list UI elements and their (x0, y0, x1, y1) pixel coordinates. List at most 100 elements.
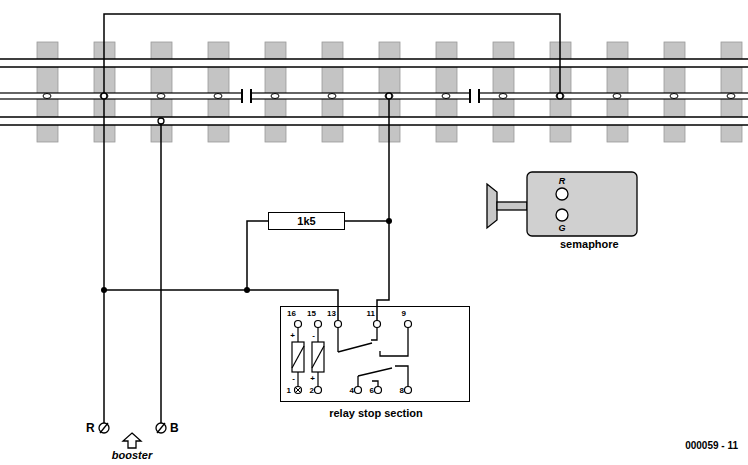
sleeper (322, 42, 343, 142)
pin-cross (296, 388, 301, 393)
relay-coil (312, 342, 324, 372)
semaphore-signal (527, 172, 637, 236)
relay-pin (355, 387, 362, 394)
stud (100, 94, 108, 99)
relay-contact (358, 368, 392, 376)
sleeper (436, 42, 457, 142)
stud (157, 94, 165, 99)
pin-number: 11 (367, 309, 375, 318)
sleeper (493, 42, 514, 142)
relay-contact (338, 343, 372, 352)
stud (442, 94, 450, 99)
junction-dot (101, 287, 107, 293)
pin-number: 1 (287, 386, 291, 395)
outer-rail (0, 59, 748, 67)
stud (43, 94, 51, 99)
resistor-symbol: 1k5 (268, 212, 345, 230)
wire (104, 14, 560, 96)
relay-pin (295, 387, 302, 394)
relay-pin (374, 321, 381, 328)
insulating-joint (242, 89, 479, 103)
stud (499, 94, 507, 99)
relay-contact (338, 328, 408, 387)
stud (670, 94, 678, 99)
stud (727, 94, 735, 99)
pin-cross (296, 388, 301, 393)
insulating-joint (469, 89, 471, 103)
relay-pin (405, 321, 412, 328)
relay-contact (380, 328, 408, 357)
rail-contact (557, 93, 563, 99)
semaphore-signal (556, 209, 568, 221)
terminal-name: B (170, 421, 179, 435)
stud (43, 94, 735, 99)
pin-number: 9 (402, 309, 406, 318)
signal-letter: G (558, 223, 565, 233)
semaphore-signal: RGsemaphore (527, 172, 637, 236)
sleeper (265, 42, 286, 142)
wire (104, 289, 247, 291)
sleeper (208, 42, 229, 142)
semaphore-signal (556, 188, 568, 200)
insulating-joint (250, 89, 252, 103)
pin-cross (296, 388, 301, 393)
sleeper (721, 42, 742, 142)
stud (214, 94, 222, 99)
relay-pin (375, 387, 382, 394)
rail-contact (101, 93, 563, 124)
booster-terminal (99, 423, 166, 433)
relay-pin (315, 387, 322, 394)
part-label: relay stop section (329, 407, 423, 420)
center-conductor (251, 93, 470, 99)
outer-rail (0, 117, 748, 125)
stud (556, 94, 564, 99)
pin-number: 15 (307, 309, 316, 318)
relay-contact (372, 381, 378, 387)
pin-number: 13 (327, 309, 336, 318)
relay-coil (292, 346, 304, 368)
stud (271, 94, 279, 99)
polarity-mark: - (312, 331, 315, 340)
pin-number: 6 (370, 386, 374, 395)
booster-arrow (123, 433, 141, 448)
pin-number: 8 (400, 386, 404, 395)
wire (160, 121, 162, 423)
stud (328, 94, 336, 99)
insulating-joint (478, 89, 480, 103)
pin-number: 16 (287, 309, 296, 318)
part-label: semaphore (560, 238, 619, 251)
booster-arrow (123, 433, 141, 448)
center-conductor (479, 93, 748, 99)
relay-contact (357, 376, 358, 387)
sleeper (607, 42, 628, 142)
stud (385, 94, 393, 99)
relay-pin (335, 321, 342, 328)
relay-pin (295, 321, 412, 394)
relay-contact (337, 328, 338, 353)
booster-terminal (100, 423, 108, 433)
relay-contact (371, 328, 377, 341)
booster-terminal (99, 423, 109, 433)
wire (388, 96, 390, 221)
figure-number: 000059 - 11 (685, 440, 738, 452)
booster-terminal (156, 423, 166, 433)
sleeper (37, 42, 58, 142)
polarity-mark: + (290, 331, 295, 340)
semaphore-signal (497, 202, 527, 210)
terminal-name: R (86, 421, 95, 435)
polarity-mark: - (292, 374, 295, 383)
resistor-value: 1k5 (297, 215, 315, 228)
center-conductor (0, 93, 242, 99)
center-conductor (0, 93, 748, 99)
relay-pin (405, 387, 412, 394)
relay-pin (315, 321, 322, 328)
insulating-joint (241, 89, 243, 103)
polarity-mark: + (310, 374, 315, 383)
rail-contact (386, 93, 392, 99)
relay-contact (395, 366, 408, 387)
booster-terminal (157, 423, 165, 433)
wire (376, 306, 378, 321)
wire-connector (345, 221, 389, 306)
relay-coil (292, 328, 324, 387)
wire (104, 14, 560, 423)
